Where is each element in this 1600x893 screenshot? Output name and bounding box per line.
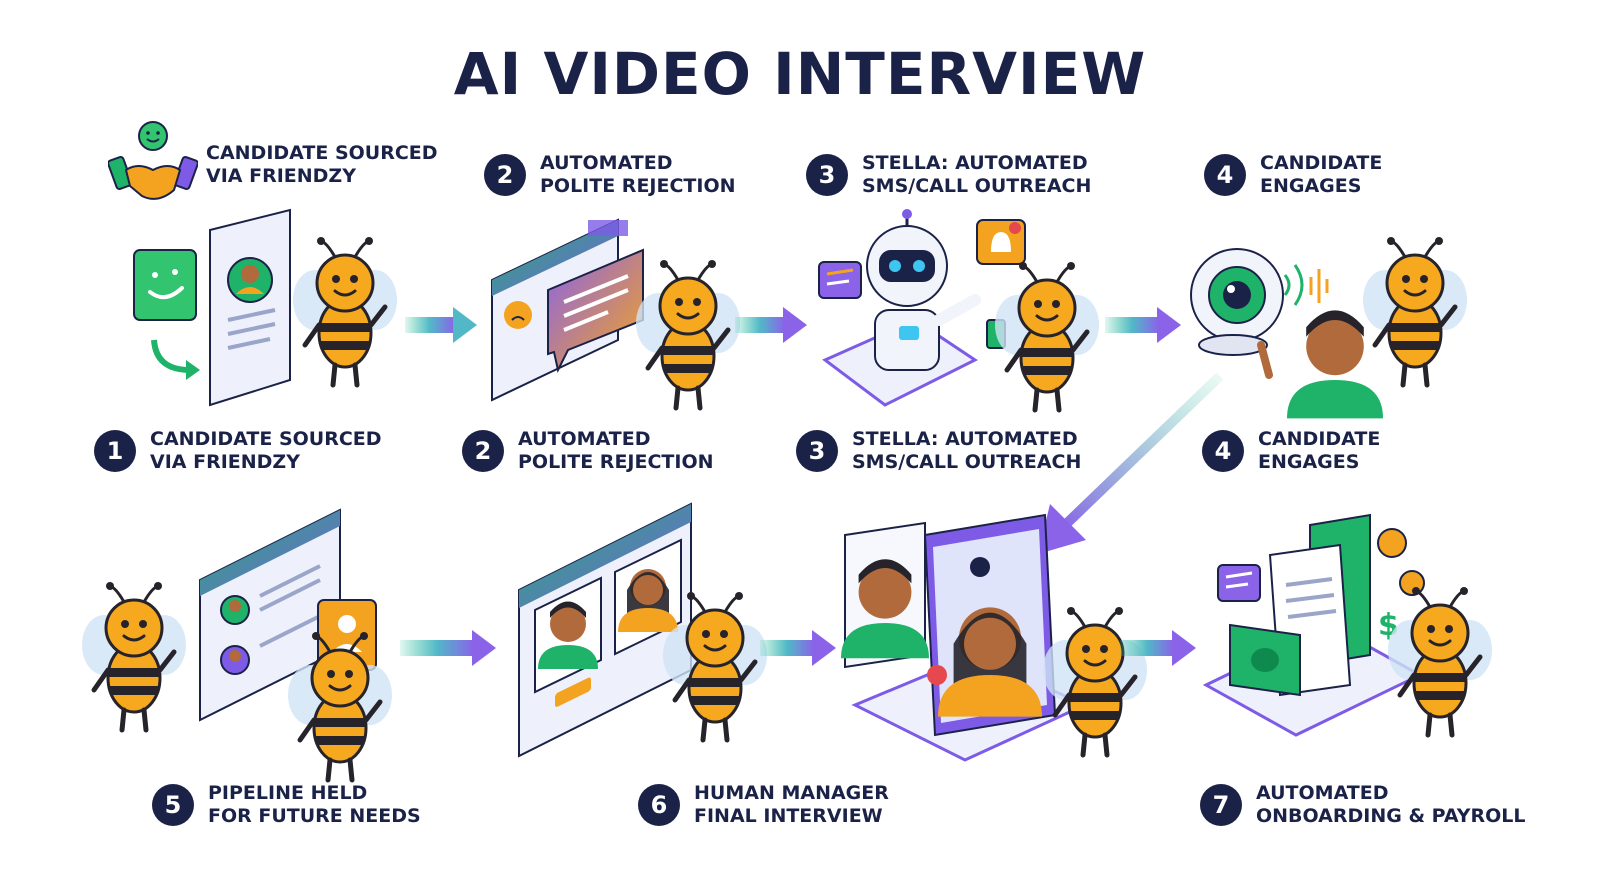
illustration-pipeline-held <box>70 508 390 770</box>
top-step-1-line2: VIA FRIENDZY <box>206 165 356 187</box>
flow-arrow <box>735 307 807 343</box>
mid-step-1-line2: VIA FRIENDZY <box>150 451 300 473</box>
step-number-badge: 2 <box>462 430 504 472</box>
illustration-video-call <box>841 513 1165 762</box>
bottom-step-7-line1: AUTOMATED <box>1256 782 1389 804</box>
bottom-step-5-line2: FOR FUTURE NEEDS <box>208 805 421 827</box>
bottom-step-5-line1: PIPELINE HELD <box>208 782 368 804</box>
bottom-step-6: 6 HUMAN MANAGER FINAL INTERVIEW <box>638 782 889 828</box>
illustration-candidate-engages <box>1190 225 1495 419</box>
top-step-1-line1: CANDIDATE SOURCED <box>206 142 438 164</box>
step-number-badge: 4 <box>1202 430 1244 472</box>
step-number-badge: 6 <box>638 784 680 826</box>
bottom-step-6-line1: HUMAN MANAGER <box>694 782 889 804</box>
mid-step-4: 4 CANDIDATE ENGAGES <box>1202 428 1380 474</box>
illustration-onboarding-payroll: $ <box>1202 513 1510 775</box>
handshake-icon <box>108 121 198 200</box>
top-step-2-line1: AUTOMATED <box>540 152 673 174</box>
mid-step-1: 1 CANDIDATE SOURCED VIA FRIENDZY <box>94 428 382 474</box>
illustration-stella-outreach <box>818 209 1115 430</box>
flow-arrow <box>1105 307 1181 343</box>
step-number-badge: 2 <box>484 154 526 196</box>
bottom-step-5: 5 PIPELINE HELD FOR FUTURE NEEDS <box>152 782 421 828</box>
mid-step-3-line2: SMS/CALL OUTREACH <box>852 451 1082 473</box>
illustration-manager-interview <box>518 502 795 758</box>
page-title: AI VIDEO INTERVIEW <box>453 40 1147 108</box>
mid-step-2-line1: AUTOMATED <box>518 428 651 450</box>
mid-step-2: 2 AUTOMATED POLITE REJECTION <box>462 428 714 474</box>
top-step-3-line2: SMS/CALL OUTREACH <box>862 175 1092 197</box>
top-step-2-line2: POLITE REJECTION <box>540 175 736 197</box>
top-step-3: 3 STELLA: AUTOMATED SMS/CALL OUTREACH <box>806 152 1091 198</box>
top-step-2: 2 AUTOMATED POLITE REJECTION <box>484 152 736 198</box>
mid-step-2-line2: POLITE REJECTION <box>518 451 714 473</box>
top-step-4: 4 CANDIDATE ENGAGES <box>1204 152 1382 198</box>
mid-step-3: 3 STELLA: AUTOMATED SMS/CALL OUTREACH <box>796 428 1081 474</box>
step-number-badge: 4 <box>1204 154 1246 196</box>
bottom-step-7: 7 AUTOMATED ONBOARDING & PAYROLL <box>1200 782 1525 828</box>
step-number-badge: 5 <box>152 784 194 826</box>
mid-step-4-line2: ENGAGES <box>1258 451 1360 473</box>
illustration-candidate-sourced <box>133 208 420 407</box>
top-step-1: CANDIDATE SOURCED VIA FRIENDZY <box>108 120 438 210</box>
flow-arrow <box>400 630 496 666</box>
step-number-badge: 3 <box>806 154 848 196</box>
top-step-4-line1: CANDIDATE <box>1260 152 1383 174</box>
flow-arrow <box>405 307 477 343</box>
mid-step-1-line1: CANDIDATE SOURCED <box>150 428 382 450</box>
mid-step-3-line1: STELLA: AUTOMATED <box>852 428 1078 450</box>
flow-arrow-diagonal <box>1038 372 1224 554</box>
flow-arrow <box>1120 630 1196 666</box>
bottom-step-6-line2: FINAL INTERVIEW <box>694 805 883 827</box>
top-step-3-line1: STELLA: AUTOMATED <box>862 152 1088 174</box>
step-number-badge: 3 <box>796 430 838 472</box>
bottom-step-7-line2: ONBOARDING & PAYROLL <box>1256 805 1526 827</box>
mid-step-4-line1: CANDIDATE <box>1258 428 1381 450</box>
top-step-4-line2: ENGAGES <box>1260 175 1362 197</box>
flow-arrow <box>760 630 836 666</box>
illustration-polite-rejection <box>491 218 768 430</box>
step-number-badge: 1 <box>94 430 136 472</box>
step-number-badge: 7 <box>1200 784 1242 826</box>
